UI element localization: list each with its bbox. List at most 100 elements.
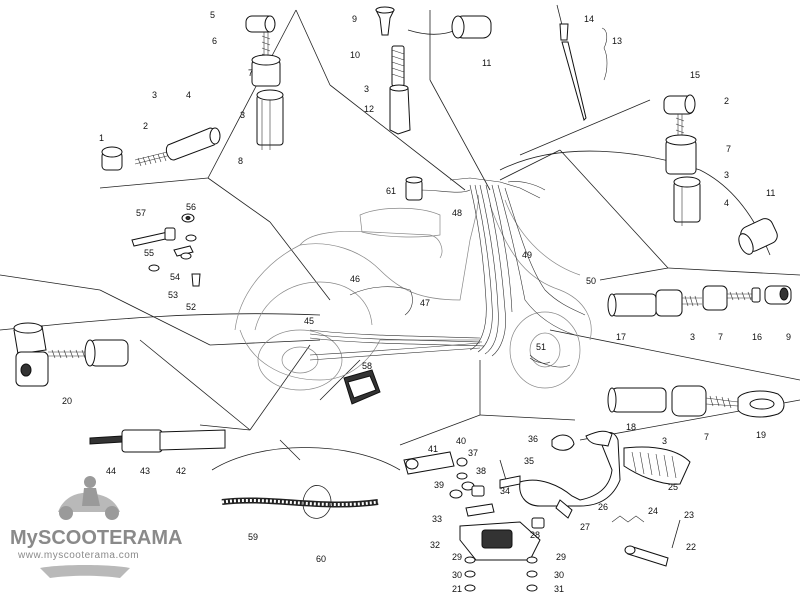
part-group-bottom-left (221, 485, 379, 519)
part-group-bolts (131, 213, 201, 287)
part-group-top-right-cable (556, 4, 608, 121)
callout-label: 41 (428, 444, 438, 454)
callout-label: 50 (586, 276, 596, 286)
callout-label: 56 (186, 202, 196, 212)
part-group-bottom-center (403, 430, 691, 592)
callout-label: 12 (364, 104, 374, 114)
callout-label: 38 (476, 466, 486, 476)
callout-label: 40 (456, 436, 466, 446)
callout-label: 3 (152, 90, 157, 100)
callout-label: 3 (724, 170, 729, 180)
scooterama-wordmark: My SCOOTERAMA www.myscooterama.com (10, 527, 182, 578)
part-group-top-left (101, 15, 284, 171)
part-group-top-center (375, 6, 492, 135)
callout-label: 29 (452, 552, 462, 562)
callout-label: 35 (524, 456, 534, 466)
callout-label: 10 (350, 50, 360, 60)
part-group-right (663, 94, 778, 255)
callout-label: 48 (452, 208, 462, 218)
callout-label: 42 (176, 466, 186, 476)
callout-label: 47 (420, 298, 430, 308)
callout-label: 15 (690, 70, 700, 80)
part-group-right-lower (607, 385, 785, 418)
callout-label: 13 (612, 36, 622, 46)
callout-label: 34 (500, 486, 510, 496)
callout-label: 59 (248, 532, 258, 542)
callout-label: 25 (668, 482, 678, 492)
callout-label: 32 (430, 540, 440, 550)
control-cables (309, 177, 586, 368)
callout-label: 37 (468, 448, 478, 458)
callout-label: 3 (240, 110, 245, 120)
callout-label: 55 (144, 248, 154, 258)
callout-label: 14 (584, 14, 594, 24)
callout-label: 52 (186, 302, 196, 312)
callout-label: 54 (170, 272, 180, 282)
callout-label: 22 (686, 542, 696, 552)
callout-label: 45 (304, 316, 314, 326)
callout-label: 27 (580, 522, 590, 532)
brand-url: www.myscooterama.com (17, 550, 139, 561)
callout-label: 57 (136, 208, 146, 218)
callout-label: 5 (210, 10, 215, 20)
callout-label: 46 (350, 274, 360, 284)
callout-label: 18 (626, 422, 636, 432)
callout-label: 33 (432, 514, 442, 524)
callout-label: 26 (598, 502, 608, 512)
callout-label: 58 (362, 361, 372, 371)
part-group-left (13, 322, 226, 453)
scooterama-logo (58, 476, 120, 520)
callout-label: 24 (648, 506, 658, 516)
callout-label: 61 (386, 186, 396, 196)
sector-arc (211, 447, 401, 471)
callout-label: 9 (786, 332, 791, 342)
callout-label: 2 (724, 96, 729, 106)
callout-label: 29 (556, 552, 566, 562)
callout-label: 7 (704, 432, 709, 442)
callout-label: 30 (452, 570, 462, 580)
callout-label: 49 (522, 250, 532, 260)
callout-label: 31 (554, 584, 564, 592)
brand-my: My (10, 527, 39, 549)
brand-ribbon (40, 565, 130, 578)
callout-label: 6 (212, 36, 217, 46)
brand-name: SCOOTERAMA (38, 527, 182, 549)
callout-label: 21 (452, 584, 462, 592)
callout-label: 30 (554, 570, 564, 580)
callout-label: 60 (316, 554, 326, 564)
callout-label: 9 (352, 14, 357, 24)
callout-label: 11 (766, 188, 775, 198)
callout-label: 7 (718, 332, 723, 342)
callout-label: 11 (482, 58, 491, 68)
callout-label: 7 (248, 68, 253, 78)
callout-label: 39 (434, 480, 444, 490)
part-group-right-middle (607, 285, 792, 317)
callout-label: 36 (528, 434, 538, 444)
callout-label: 16 (752, 332, 762, 342)
callout-label: 8 (238, 156, 243, 166)
callout-label: 19 (756, 430, 766, 440)
callout-label: 1 (99, 133, 104, 143)
part-group-center (343, 176, 551, 405)
callout-label: 20 (62, 396, 72, 406)
callout-label: 44 (106, 466, 116, 476)
callout-label: 4 (724, 198, 729, 208)
callout-label: 17 (616, 332, 626, 342)
callout-label: 23 (684, 510, 694, 520)
scooter-outline (234, 194, 592, 391)
callout-label: 4 (186, 90, 191, 100)
sector-curve (499, 150, 771, 256)
callout-label: 28 (530, 530, 540, 540)
callout-label: 3 (364, 84, 369, 94)
sector-curve-left (0, 313, 321, 331)
callout-label: 3 (662, 436, 667, 446)
callout-label: 53 (168, 290, 178, 300)
callout-label: 7 (726, 144, 731, 154)
callout-label: 3 (690, 332, 695, 342)
callout-label: 51 (536, 342, 546, 352)
callout-label: 2 (143, 121, 148, 131)
callout-label: 43 (140, 466, 150, 476)
